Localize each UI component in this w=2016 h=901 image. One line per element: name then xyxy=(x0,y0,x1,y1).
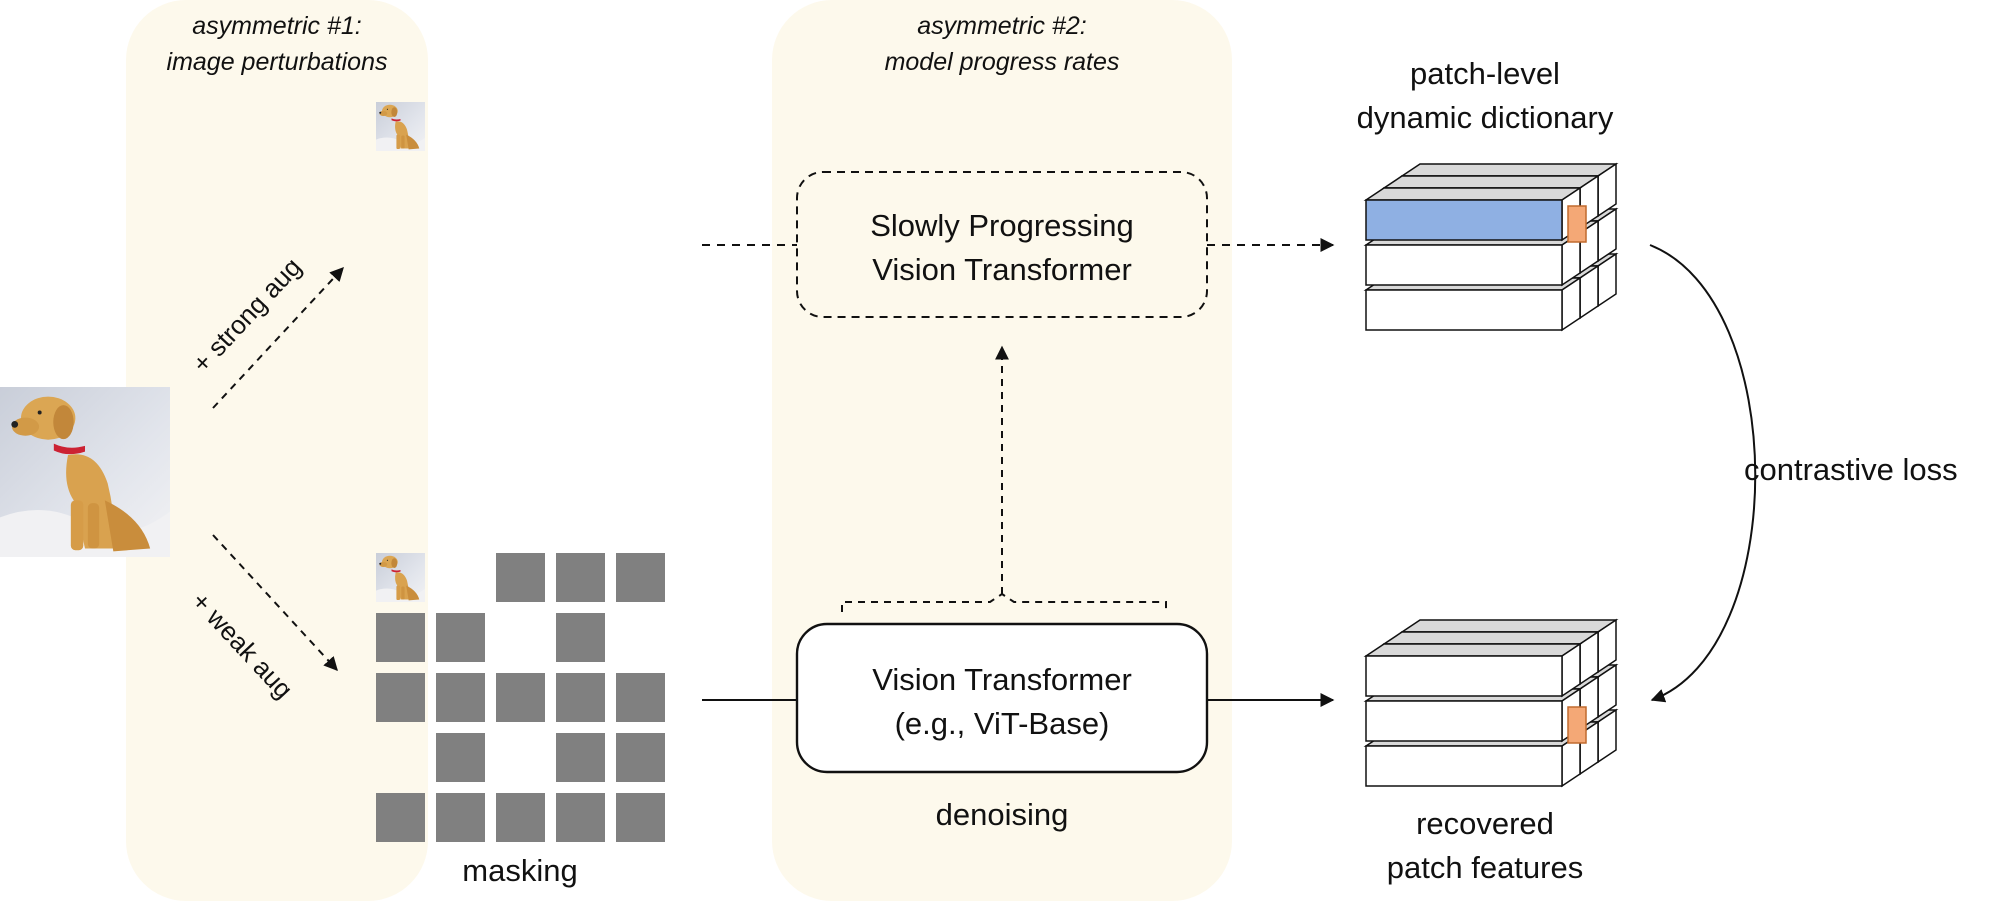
masked-patch-masked xyxy=(496,553,545,602)
masked-patch-masked xyxy=(616,793,665,842)
recovered-label: recovered patch features xyxy=(1300,802,1670,890)
dictionary-bar-top xyxy=(1399,163,1619,177)
asym1-title: asymmetric #1: image perturbations xyxy=(126,8,428,80)
masked-patch-visible xyxy=(376,553,425,602)
dictionary-label: patch-level dynamic dictionary xyxy=(1300,52,1670,140)
masked-patch-masked xyxy=(376,613,425,662)
asym2-title-line1: asymmetric #2: xyxy=(917,12,1087,40)
features-bar-top xyxy=(1399,619,1619,633)
masked-patch-masked xyxy=(616,733,665,782)
asym1-title-line2: image perturbations xyxy=(166,48,388,76)
features-bar-front xyxy=(1365,655,1563,697)
denoising-label: denoising xyxy=(935,797,1069,832)
masked-patch-masked xyxy=(556,733,605,782)
masked-patch-masked xyxy=(496,673,545,722)
strong-aug-patch-visible xyxy=(376,146,425,195)
strong-aug-patch-visible xyxy=(420,124,469,173)
masked-patch-masked xyxy=(436,613,485,662)
dictionary-label-line1: patch-level xyxy=(1410,56,1560,91)
dictionary-stack xyxy=(1363,162,1619,332)
vit-box xyxy=(795,622,1209,774)
strong-aug-patch-visible xyxy=(376,102,425,151)
dictionary-highlight-patch xyxy=(1567,205,1587,243)
recovered-label-line1: recovered xyxy=(1416,806,1554,841)
slow-vit-box xyxy=(796,171,1208,318)
strong-aug-patch-visible xyxy=(409,146,458,195)
vit-title: Vision Transformer (e.g., ViT-Base) xyxy=(797,658,1207,746)
vit-line1: Vision Transformer xyxy=(872,662,1132,697)
dictionary-bar-front xyxy=(1365,289,1563,331)
strong-aug-patch-visible xyxy=(420,113,469,162)
masked-patch-masked xyxy=(436,673,485,722)
weak-aug-arrow xyxy=(212,534,338,672)
masked-patch-masked xyxy=(376,673,425,722)
recovered-features-stack xyxy=(1363,618,1619,788)
masked-patch-masked xyxy=(556,673,605,722)
dictionary-bar-top xyxy=(1363,187,1583,201)
strong-aug-patch-visible xyxy=(420,135,469,184)
asym2-title-line2: model progress rates xyxy=(884,48,1120,76)
features-bar-top xyxy=(1381,631,1601,645)
dictionary-label-line2: dynamic dictionary xyxy=(1356,100,1614,135)
masked-patch-masked xyxy=(436,733,485,782)
strong-aug-patch-visible xyxy=(420,102,469,151)
features-bar-front xyxy=(1365,700,1563,742)
masked-patch-visible xyxy=(420,564,469,613)
dictionary-bar-top xyxy=(1381,175,1601,189)
recovered-label-line2: patch features xyxy=(1386,850,1584,885)
ema-bracket xyxy=(841,592,1167,612)
masked-patch-grid xyxy=(376,553,665,842)
contrastive-loss-label: contrastive loss xyxy=(1744,452,1958,487)
slow-vit-line2: Vision Transformer xyxy=(872,252,1132,287)
masking-label: masking xyxy=(462,853,578,888)
vit-line2: (e.g., ViT-Base) xyxy=(894,706,1110,741)
masked-patch-masked xyxy=(556,553,605,602)
source-dog-image xyxy=(0,387,170,557)
masked-patch-masked xyxy=(496,793,545,842)
masked-patch-masked xyxy=(556,793,605,842)
masked-patch-masked xyxy=(376,793,425,842)
strong-aug-patch-visible xyxy=(398,146,447,195)
dictionary-bar-front xyxy=(1365,244,1563,286)
strong-aug-patch-grid xyxy=(376,102,469,195)
dictionary-bar-front xyxy=(1365,199,1563,241)
slow-vit-line1: Slowly Progressing xyxy=(870,208,1134,243)
strong-aug-arrow xyxy=(212,266,344,409)
asym1-title-line1: asymmetric #1: xyxy=(192,12,362,40)
contrastive-loss-arc xyxy=(1649,244,1757,703)
features-bar-front xyxy=(1365,745,1563,787)
slow-vit-title: Slowly Progressing Vision Transformer xyxy=(797,204,1207,292)
masked-patch-masked xyxy=(616,673,665,722)
masked-patch-masked xyxy=(616,553,665,602)
masked-patch-masked xyxy=(556,613,605,662)
features-highlight-patch xyxy=(1567,706,1587,744)
strong-aug-patch-visible xyxy=(387,146,436,195)
strong-aug-patch-visible xyxy=(420,146,469,195)
asym2-title: asymmetric #2: model progress rates xyxy=(772,8,1232,80)
masked-patch-masked xyxy=(436,793,485,842)
features-bar-top xyxy=(1363,643,1583,657)
